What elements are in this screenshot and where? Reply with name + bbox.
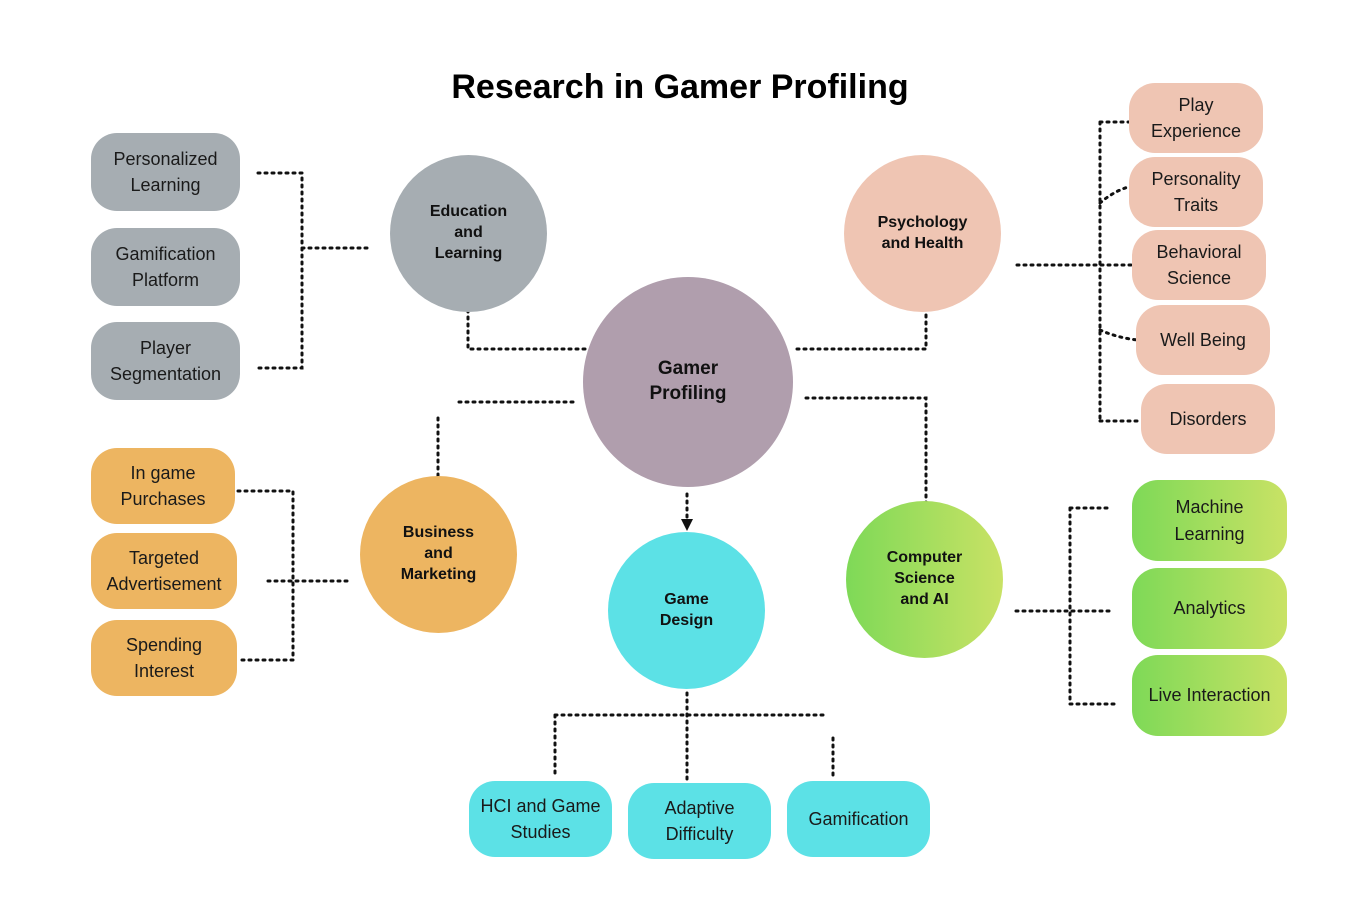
leaf-behavioral-science[interactable]: Behavioral Science <box>1132 230 1266 300</box>
node-game-design[interactable]: Game Design <box>608 532 765 689</box>
leaf-label: Gamification Platform <box>115 243 216 290</box>
leaf-label: Spending Interest <box>125 634 203 681</box>
leaf-label: Personality Traits <box>1151 168 1241 215</box>
node-business-label: Business and Marketing <box>400 524 477 583</box>
leaf-in-game-purchases[interactable]: In game Purchases <box>91 448 235 524</box>
leaf-label: HCI and Game Studies <box>480 795 601 842</box>
leaf-personalized-learning[interactable]: Personalized Learning <box>91 133 240 211</box>
leaf-label: Machine Learning <box>1174 497 1245 544</box>
leaf-adaptive-difficulty[interactable]: Adaptive Difficulty <box>628 783 771 859</box>
leaf-label: Targeted Advertisement <box>106 547 222 594</box>
node-game-design-label: Game Design <box>659 590 714 629</box>
leaf-label: Behavioral Science <box>1156 241 1242 288</box>
leaf-machine-learning[interactable]: Machine Learning <box>1132 480 1287 561</box>
leaf-label: Well Being <box>1160 329 1246 350</box>
leaf-label: Live Interaction <box>1148 685 1271 706</box>
leaf-label: Adaptive Difficulty <box>664 797 735 844</box>
leaf-hci-and-game-studies[interactable]: HCI and Game Studies <box>469 781 612 857</box>
node-psychology-label: Psychology and Health <box>877 213 968 252</box>
node-computer-science-and-ai[interactable]: Computer Science and AI <box>846 501 1003 658</box>
node-education-and-learning[interactable]: Education and Learning <box>390 155 547 312</box>
leaf-label: Gamification <box>808 808 909 829</box>
connector-gamedesign-bracket <box>553 691 835 782</box>
leaf-live-interaction[interactable]: Live Interaction <box>1132 655 1287 736</box>
connector-psychology-bracket <box>1015 120 1144 423</box>
leaf-play-experience[interactable]: Play Experience <box>1129 83 1263 153</box>
node-business-and-marketing[interactable]: Business and Marketing <box>360 476 517 633</box>
leaf-analytics[interactable]: Analytics <box>1132 568 1287 649</box>
leaf-targeted-advertisement[interactable]: Targeted Advertisement <box>91 533 237 609</box>
leaf-label: Personalized Learning <box>113 148 218 195</box>
center-node-label: Gamer Profiling <box>649 358 727 404</box>
center-node-gamer-profiling[interactable]: Gamer Profiling <box>583 277 793 487</box>
leaf-label: In game Purchases <box>120 462 206 509</box>
leaf-player-segmentation[interactable]: Player Segmentation <box>91 322 240 400</box>
leaf-label: Analytics <box>1173 598 1246 619</box>
leaf-gamification[interactable]: Gamification <box>787 781 930 857</box>
leaf-label: Disorders <box>1169 408 1247 429</box>
leaf-well-being[interactable]: Well Being <box>1136 305 1270 375</box>
connector-business-bracket <box>236 489 350 662</box>
node-computer-science-label: Computer Science and AI <box>886 549 963 608</box>
connector-cs-bracket <box>1014 506 1116 706</box>
leaf-spending-interest[interactable]: Spending Interest <box>91 620 237 696</box>
node-psychology-and-health[interactable]: Psychology and Health <box>844 155 1001 312</box>
connector-education-bracket <box>256 171 374 370</box>
leaf-label: Player Segmentation <box>109 337 222 384</box>
connector-center-cs <box>804 396 932 518</box>
connector-center-business <box>438 400 575 508</box>
leaf-personality-traits[interactable]: Personality Traits <box>1129 157 1263 227</box>
node-education-label: Education and Learning <box>429 203 508 262</box>
connector-center-psychology <box>795 292 932 351</box>
page-title: Research in Gamer Profiling <box>451 68 909 106</box>
leaf-disorders[interactable]: Disorders <box>1141 384 1275 454</box>
leaf-gamification-platform[interactable]: Gamification Platform <box>91 228 240 306</box>
leaf-label: Play Experience <box>1150 94 1242 141</box>
